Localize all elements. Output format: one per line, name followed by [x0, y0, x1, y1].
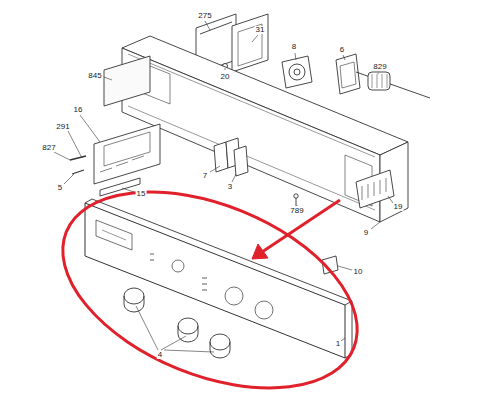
- callout-number: 1: [335, 340, 341, 348]
- callout-number: 845: [87, 72, 102, 80]
- callout-number: 3: [227, 183, 233, 191]
- callout-number: 6: [339, 46, 345, 54]
- callout-number: 7: [202, 172, 208, 180]
- callout-number: 10: [353, 268, 364, 276]
- callout-number: 827: [41, 144, 56, 152]
- callout-number: 8: [291, 43, 297, 51]
- callout-number: 789: [289, 207, 304, 215]
- callout-number: 19: [393, 203, 404, 211]
- callout-number: 31: [255, 26, 266, 34]
- callout-number: 9: [363, 229, 369, 237]
- callout-number: 15: [136, 190, 147, 198]
- callout-number: 20: [220, 73, 231, 81]
- callout-number: 829: [372, 63, 387, 71]
- callout-number: 291: [55, 123, 70, 131]
- callout-number: 16: [73, 106, 84, 114]
- callout-number: 275: [197, 12, 212, 20]
- callout-number: 4: [157, 351, 163, 359]
- callout-number: 5: [57, 184, 63, 192]
